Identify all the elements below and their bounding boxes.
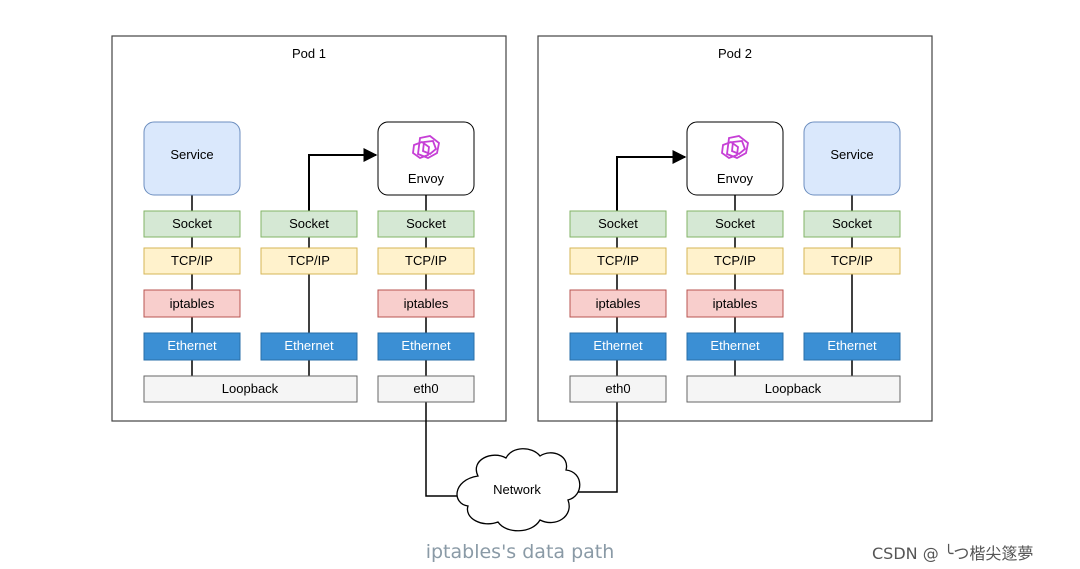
pod2-envoy-box	[686, 121, 784, 196]
pod1-col1-ethernet-label: Ethernet	[167, 338, 217, 353]
pod2-col1-iptables-label: iptables	[596, 296, 641, 311]
pod1-col1-socket	[143, 210, 241, 238]
pod2-title: Pod 2	[718, 46, 752, 61]
pod2-col1-socket	[569, 210, 667, 238]
pod1-eth0-label: eth0	[413, 381, 438, 396]
pod1-col3-socket-label: Socket	[406, 216, 446, 231]
pod2-col3-tcpip-label: TCP/IP	[831, 253, 873, 268]
network-cloud-icon	[456, 448, 581, 532]
pod1-col3-iptables	[377, 289, 475, 318]
pod2-col2-socket	[686, 210, 784, 238]
pod1-col2-tcpip-label: TCP/IP	[288, 253, 330, 268]
pod1-col2-ethernet	[260, 332, 358, 361]
arrow-to-envoy-pod2	[616, 150, 687, 212]
pod2-col1-tcpip-label: TCP/IP	[597, 253, 639, 268]
pod2-col2-socket-label: Socket	[715, 216, 755, 231]
pod1-service-box	[143, 121, 241, 196]
pod2-col2-ethernet-label: Ethernet	[710, 338, 760, 353]
pod2-col2-tcpip-label: TCP/IP	[714, 253, 756, 268]
pod2-eth0-label: eth0	[605, 381, 630, 396]
pod1-envoy-label: Envoy	[408, 171, 445, 186]
pod2-col1-socket-label: Socket	[598, 216, 638, 231]
pod1-loopback	[143, 375, 358, 403]
pod2-col3-ethernet	[803, 332, 901, 361]
pod1-col1-iptables-label: iptables	[170, 296, 215, 311]
pod1-col1-ethernet	[143, 332, 241, 361]
pod2-col1-ethernet-label: Ethernet	[593, 338, 643, 353]
pod2-col1-iptables	[569, 289, 667, 318]
pod1-col3-tcpip-label: TCP/IP	[405, 253, 447, 268]
pod2-loopback	[686, 375, 901, 403]
pod2-service-box	[803, 121, 901, 196]
pod1-col1-tcpip	[143, 247, 241, 275]
pod1-col2-tcpip	[260, 247, 358, 275]
pod1-service-label: Service	[170, 147, 213, 162]
pod1-col3-socket	[377, 210, 475, 238]
pod2-col3-tcpip	[803, 247, 901, 275]
pod1-col1-iptables	[143, 289, 241, 318]
pod2-col3-socket	[803, 210, 901, 238]
pod2-col2-iptables-label: iptables	[713, 296, 758, 311]
pod1-loopback-label: Loopback	[222, 381, 279, 396]
arrow-to-envoy-pod1	[308, 148, 378, 212]
pod2-col2-tcpip	[686, 247, 784, 275]
pod1-col1-tcpip-label: TCP/IP	[171, 253, 213, 268]
pod1-eth0	[377, 375, 475, 403]
pod2-loopback-label: Loopback	[765, 381, 822, 396]
pod2-col1-ethernet	[569, 332, 667, 361]
pod1-col1-socket-label: Socket	[172, 216, 212, 231]
envoy-logo-icon	[721, 135, 749, 160]
pod1-title: Pod 1	[292, 46, 326, 61]
pod2-col1-tcpip	[569, 247, 667, 275]
pod1-col2-ethernet-label: Ethernet	[284, 338, 334, 353]
pod2-col2-ethernet	[686, 332, 784, 361]
network-label: Network	[493, 482, 541, 497]
pod2-envoy-label: Envoy	[717, 171, 754, 186]
pod1-col2-socket-label: Socket	[289, 216, 329, 231]
pod2-col3-socket-label: Socket	[832, 216, 872, 231]
pod2-eth0	[569, 375, 667, 403]
pod1-col3-iptables-label: iptables	[404, 296, 449, 311]
pod1-col3-ethernet-label: Ethernet	[401, 338, 451, 353]
pod1-col2-socket	[260, 210, 358, 238]
pod2-service-label: Service	[830, 147, 873, 162]
pod2-col2-iptables	[686, 289, 784, 318]
pod1-col3-tcpip	[377, 247, 475, 275]
envoy-logo-icon	[412, 135, 440, 160]
pod1-envoy-box	[377, 121, 475, 196]
pod2-col3-ethernet-label: Ethernet	[827, 338, 877, 353]
pod1-col3-ethernet	[377, 332, 475, 361]
watermark: CSDN @ ╰つ楷尖篴夢	[872, 544, 1034, 563]
diagram-caption: iptables's data path	[425, 541, 615, 563]
